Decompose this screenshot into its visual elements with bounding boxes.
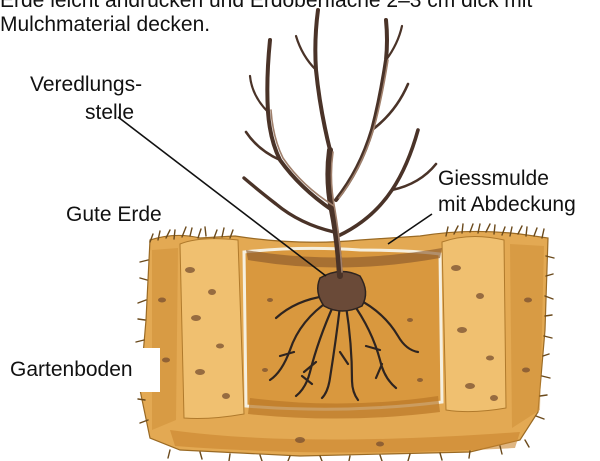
label-gute-erde: Gute Erde [66, 202, 162, 227]
branch-2 [315, 10, 330, 150]
soil-shade-left [152, 248, 178, 430]
branch-10 [250, 76, 268, 112]
soil-body [140, 231, 548, 456]
label-veredlung-2: stelle [85, 100, 134, 125]
soil-shade-right [510, 244, 544, 428]
good-soil-left [180, 239, 244, 419]
label-giessmulde-1: Giessmulde [438, 166, 549, 191]
branch-3 [336, 20, 387, 200]
label-veredlung-1: Veredlungs- [30, 72, 142, 97]
label-giessmulde-2: mit Abdeckung [438, 192, 576, 217]
branch-9 [296, 36, 316, 70]
label-gartenboden: Gartenboden [10, 357, 133, 382]
